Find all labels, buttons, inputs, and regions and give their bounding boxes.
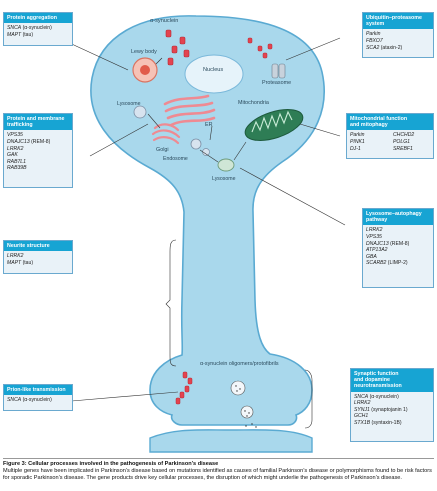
gene-entry: SNCA (α-synuclein) (7, 397, 52, 404)
gene-entry: GBA (366, 253, 377, 260)
gene-entry: PINK1 (350, 139, 365, 145)
endosome-small (202, 148, 210, 156)
box-protein-aggregation-title: Protein aggregation (4, 13, 72, 24)
gene-entry: RAB39B (7, 165, 27, 172)
alpha-synuclein-label: α-synuclein (150, 18, 178, 24)
gene-entry: SCARB2 (LIMP-2) (366, 260, 408, 267)
synaptic-vesicles (230, 380, 254, 419)
proteasome (247, 37, 273, 59)
proteasome-label: Proteasome (262, 80, 291, 86)
nucleus-label: Nucleus (203, 67, 223, 73)
box-synaptic-title: Synaptic function and dopamine neurotran… (351, 369, 433, 392)
box-synaptic-function: Synaptic function and dopamine neurotran… (350, 368, 434, 442)
gene-entry: SNCA (α-synuclein) (354, 393, 399, 400)
gene-entry: Parkin (350, 132, 365, 139)
endosome-label: Endosome (163, 156, 188, 162)
caption-divider (3, 458, 434, 459)
gene-entry: LRRK2 (7, 253, 24, 260)
gene-entry: VPS35 (7, 132, 23, 139)
box-lysosome-autophagy-title: Lysosome–autophagy pathway (363, 209, 433, 226)
gene-entry: FBXO7 (366, 38, 383, 44)
connector-lines (59, 37, 346, 403)
gene-entry: DNAJC13 (REM-8) (7, 139, 51, 145)
lewy-body-label: Lewy body (131, 49, 157, 55)
gene-entry: SNCA (α-synuclein) (7, 25, 52, 32)
gene-entry: GAK (7, 152, 18, 159)
lewy-body-core (140, 65, 150, 75)
endosome (190, 138, 202, 150)
synaptic-bracket (304, 369, 313, 429)
gene-entry: MAPT (tau) (7, 259, 34, 266)
neurite-bracket (165, 239, 177, 367)
box-ubiquitin-proteasome-title: Ubiquitin–proteasome system (363, 13, 433, 30)
lysosome-left-label: Lysosome (117, 101, 141, 107)
box-protein-aggregation: Protein aggregation SNCA (α-synuclein) M… (3, 12, 73, 46)
mitochondria-label: Mitochondria (238, 100, 269, 106)
box-protein-membrane-trafficking: Protein and membrane trafficking VPS35 D… (3, 113, 73, 188)
gene-entry: LRRK2 (366, 227, 383, 234)
box-mitochondrial-genes: Parkin PINK1 DJ-1 CHCHD2 POLG1 SREBF1 (347, 130, 433, 154)
oligomers-label: α-synuclein oligomers/protofibrils (200, 361, 279, 367)
box-neurite-structure-title: Neurite structure (4, 241, 72, 252)
box-neurite-structure-genes: LRRK2 MAPT (tau) (4, 251, 72, 268)
box-protein-membrane-genes: VPS35 DNAJC13 (REM-8) LRRK2 GAK RAB7L1 R… (4, 130, 72, 174)
golgi-label: Golgi (156, 147, 169, 153)
gene-entry: LRRK2 (7, 145, 24, 152)
box-prion-like-title: Prion-like transmission (4, 385, 72, 396)
gene-entry: STX1B (syntaxin-1B) (354, 419, 402, 426)
box-protein-aggregation-genes: SNCA (α-synuclein) MAPT (tau) (4, 23, 72, 40)
synuclein-arrow (155, 57, 163, 65)
er-label: ER (205, 122, 213, 128)
lysosome-left (133, 105, 147, 119)
golgi-apparatus (151, 123, 181, 145)
gene-entry: SYNJ1 (synaptojanin 1) (354, 406, 408, 413)
box-mitochondrial-title: Mitochondrial function and mitophagy (347, 114, 433, 131)
postsynaptic-membrane (149, 429, 313, 453)
gene-entry: SREBF1 (393, 145, 413, 152)
mitochondrion-cristae (251, 110, 293, 133)
box-neurite-structure: Neurite structure LRRK2 MAPT (tau) (3, 240, 73, 274)
lysosome-bottom (217, 158, 235, 172)
gene-entry: LRRK2 (354, 400, 371, 407)
gene-entry: Parkin (366, 31, 381, 38)
box-prion-like-genes: SNCA (α-synuclein) (4, 395, 72, 406)
gene-entry: GCH1 (354, 413, 369, 420)
alpha-synuclein-aggregates (165, 29, 190, 66)
proteasome-barrel (271, 63, 286, 79)
box-prion-like-transmission: Prion-like transmission SNCA (α-synuclei… (3, 384, 73, 411)
caption-title: Figure 3: Cellular processes involved in… (3, 461, 219, 467)
box-lysosome-autophagy: Lysosome–autophagy pathway LRRK2 VPS35 D… (362, 208, 434, 288)
gene-entry: DNAJC13 (REM-8) (366, 240, 410, 247)
gene-entry: CHCHD2 (393, 132, 415, 139)
box-ubiquitin-proteasome-genes: Parkin FBXO7 SCA2 (ataxin-2) (363, 29, 433, 53)
gene-entry: MAPT (tau) (7, 31, 34, 38)
gene-entry: POLG1 (393, 139, 410, 145)
synuclein-oligomers (175, 371, 193, 405)
gene-entry: RAB7L1 (7, 158, 26, 165)
trafficking-arrows (147, 113, 247, 163)
gene-entry: SCA2 (ataxin-2) (366, 44, 403, 51)
figure-caption: Figure 3: Cellular processes involved in… (3, 461, 434, 483)
box-ubiquitin-proteasome: Ubiquitin–proteasome system Parkin FBXO7… (362, 12, 434, 58)
box-protein-membrane-title: Protein and membrane trafficking (4, 114, 72, 131)
mitochondrion (244, 109, 304, 141)
vesicle-dots (235, 385, 257, 428)
box-lysosome-autophagy-genes: LRRK2 VPS35 DNAJC13 (REM-8) ATP13A2 GBA … (363, 225, 433, 269)
gene-entry: DJ-1 (350, 145, 361, 152)
gene-entry: ATP13A2 (366, 247, 388, 254)
nucleus (184, 54, 244, 94)
endoplasmic-reticulum (163, 94, 216, 127)
caption-text: Multiple genes have been implicated in P… (3, 468, 432, 482)
gene-entry: VPS35 (366, 234, 382, 240)
box-synaptic-genes: SNCA (α-synuclein) LRRK2 SYNJ1 (synaptoj… (351, 392, 433, 429)
box-mitochondrial-function: Mitochondrial function and mitophagy Par… (346, 113, 434, 159)
lysosome-bottom-label: Lysosome (212, 176, 236, 182)
